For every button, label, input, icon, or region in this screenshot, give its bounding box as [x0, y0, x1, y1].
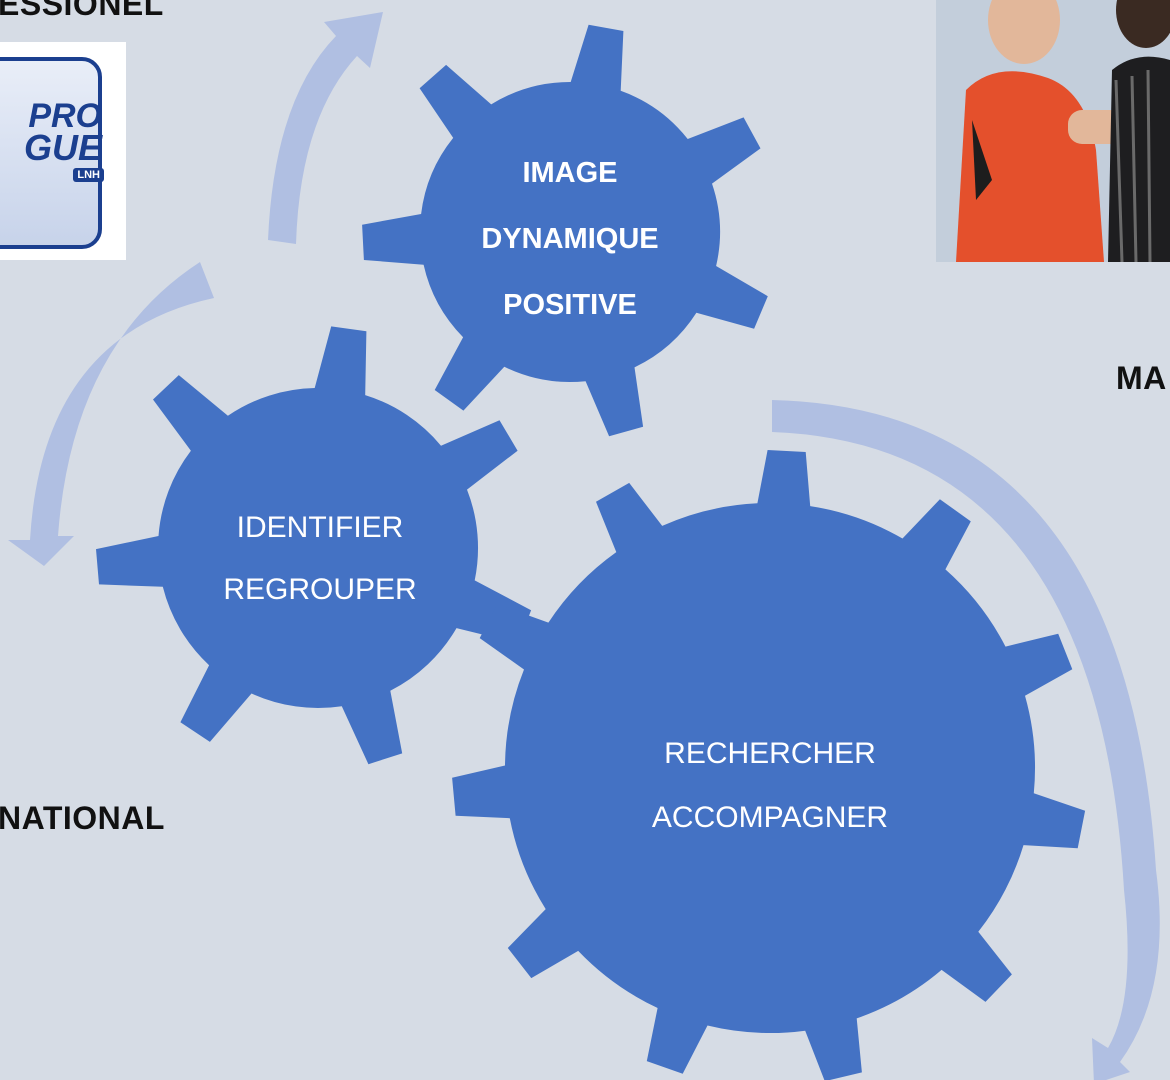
player-shirt-left: [956, 71, 1104, 262]
gear-text-line: IMAGE: [522, 157, 618, 189]
logo-frame: [0, 57, 102, 249]
player-head-left: [988, 0, 1060, 64]
logo-badge-lnh: LNH: [73, 168, 104, 182]
gear-text-rechercher: RECHERCHER ACCOMPAGNER: [620, 722, 920, 850]
gear-text-line: POSITIVE: [503, 289, 637, 321]
curved-arrow-left: [8, 262, 214, 566]
gear-rechercher-accompagner: [452, 450, 1086, 1080]
gear-identifier-regrouper: [96, 326, 532, 765]
label-right: MA: [1116, 360, 1167, 396]
gear-image-dynamique-positive: [362, 24, 768, 437]
curved-arrow-top: [268, 12, 383, 244]
handball-players-photo: [936, 0, 1170, 262]
player-shirt-right: [1108, 56, 1170, 262]
gear-text-line: ACCOMPAGNER: [651, 801, 889, 834]
gear-text-identifier: IDENTIFIER REGROUPER: [190, 497, 450, 621]
proligue-logo: PRO GUE LNH: [0, 42, 126, 260]
gear-text-line: RECHERCHER: [664, 737, 876, 770]
gear-text-line: DYNAMIQUE: [481, 223, 659, 255]
logo-text-gue: GUE: [23, 127, 102, 168]
gear-text-image: IMAGE DYNAMIQUE POSITIVE: [440, 140, 700, 338]
player-head-right: [1116, 0, 1170, 48]
label-national: NATIONAL: [0, 800, 165, 836]
gear-text-line: IDENTIFIER: [236, 511, 404, 544]
label-top-left: ESSIONEL: [0, 0, 164, 22]
curved-arrow-right: [772, 400, 1160, 1080]
photo-illustration: [936, 0, 1170, 262]
logo-text-pro: PRO: [28, 97, 102, 135]
gear-text-line: REGROUPER: [223, 573, 417, 606]
